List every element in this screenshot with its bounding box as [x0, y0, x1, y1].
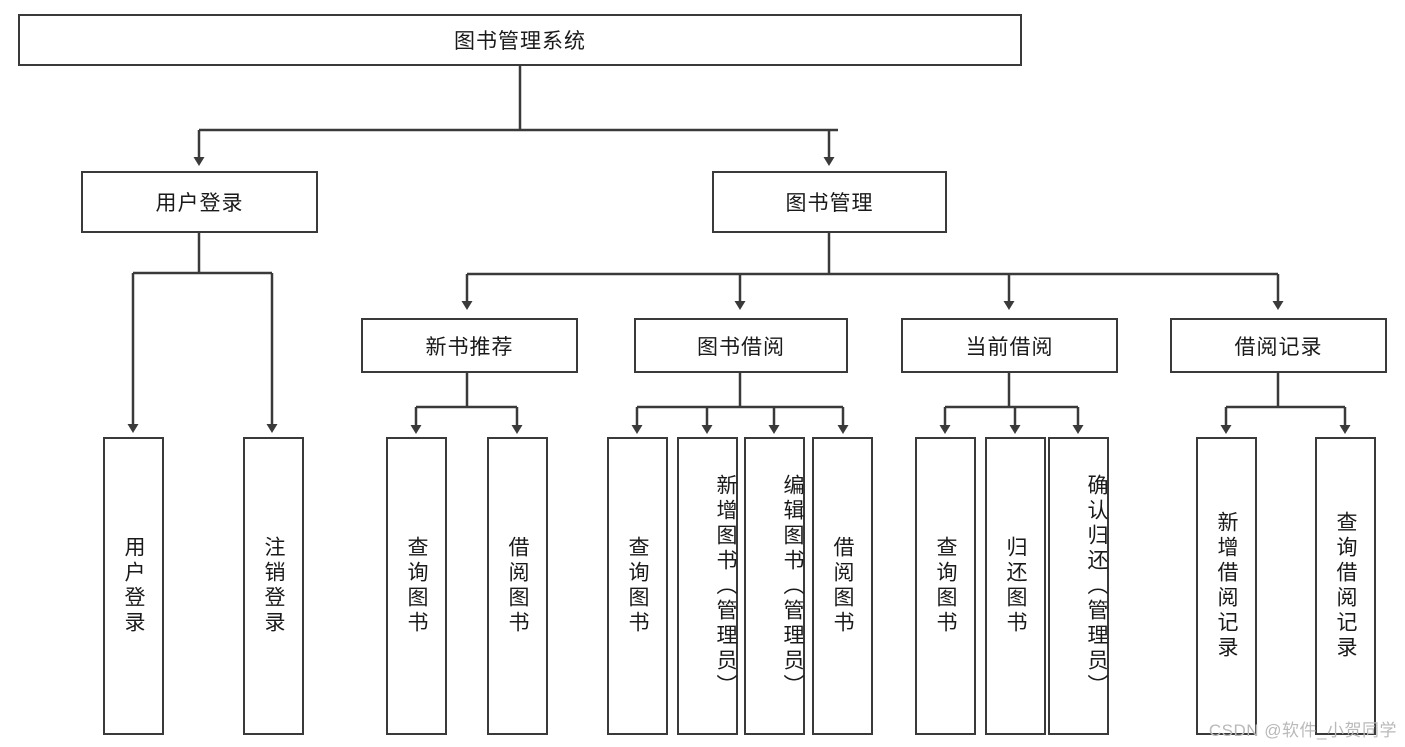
leaf-borrow-query-book[interactable]: 查询图书	[607, 437, 668, 735]
node-label: 确认归还（管理员）	[1085, 473, 1108, 699]
node-label: 新增图书（管理员）	[714, 473, 737, 699]
node-label: 编辑图书（管理员）	[781, 473, 804, 699]
leaf-current-query-book[interactable]: 查询图书	[915, 437, 976, 735]
node-user-login[interactable]: 用户登录	[81, 171, 318, 233]
node-label: 图书管理系统	[454, 30, 586, 53]
node-label: 查询借阅记录	[1334, 511, 1357, 661]
node-label: 查询图书	[626, 536, 649, 636]
node-label: 新书推荐	[425, 335, 514, 359]
node-label: 图书管理	[785, 192, 874, 215]
node-label: 图书借阅	[697, 335, 785, 359]
node-book-borrow[interactable]: 图书借阅	[634, 318, 848, 373]
leaf-user-login-logout[interactable]: 注销登录	[243, 437, 304, 735]
leaf-current-return-book[interactable]: 归还图书	[985, 437, 1046, 735]
node-new-book-recommend[interactable]: 新书推荐	[361, 318, 578, 373]
node-label: 借阅记录	[1234, 335, 1323, 359]
node-label: 查询图书	[934, 536, 957, 636]
node-label: 当前借阅	[965, 335, 1054, 359]
node-borrow-record[interactable]: 借阅记录	[1170, 318, 1387, 373]
node-label: 新增借阅记录	[1215, 511, 1238, 661]
node-label: 注销登录	[262, 536, 285, 636]
node-label: 用户登录	[155, 192, 244, 215]
node-root-book-management-system[interactable]: 图书管理系统	[18, 14, 1022, 66]
node-current-borrow[interactable]: 当前借阅	[901, 318, 1118, 373]
leaf-borrow-borrow-book[interactable]: 借阅图书	[812, 437, 873, 735]
csdn-watermark: CSDN @软件_小贺同学	[1208, 721, 1397, 740]
leaf-borrow-edit-book-admin[interactable]: 编辑图书（管理员）	[744, 437, 805, 735]
leaf-record-query-record[interactable]: 查询借阅记录	[1315, 437, 1376, 735]
leaf-record-add-record[interactable]: 新增借阅记录	[1196, 437, 1257, 735]
leaf-recommend-borrow-book[interactable]: 借阅图书	[487, 437, 548, 735]
leaf-user-login-login[interactable]: 用户登录	[103, 437, 164, 735]
leaf-borrow-add-book-admin[interactable]: 新增图书（管理员）	[677, 437, 738, 735]
node-label: 用户登录	[122, 536, 145, 636]
leaf-recommend-query-book[interactable]: 查询图书	[386, 437, 447, 735]
node-label: 借阅图书	[506, 536, 529, 636]
node-label: 归还图书	[1004, 536, 1027, 636]
node-book-management[interactable]: 图书管理	[712, 171, 947, 233]
node-label: 借阅图书	[831, 536, 854, 636]
leaf-current-confirm-return-admin[interactable]: 确认归还（管理员）	[1048, 437, 1109, 735]
node-label: 查询图书	[405, 536, 428, 636]
